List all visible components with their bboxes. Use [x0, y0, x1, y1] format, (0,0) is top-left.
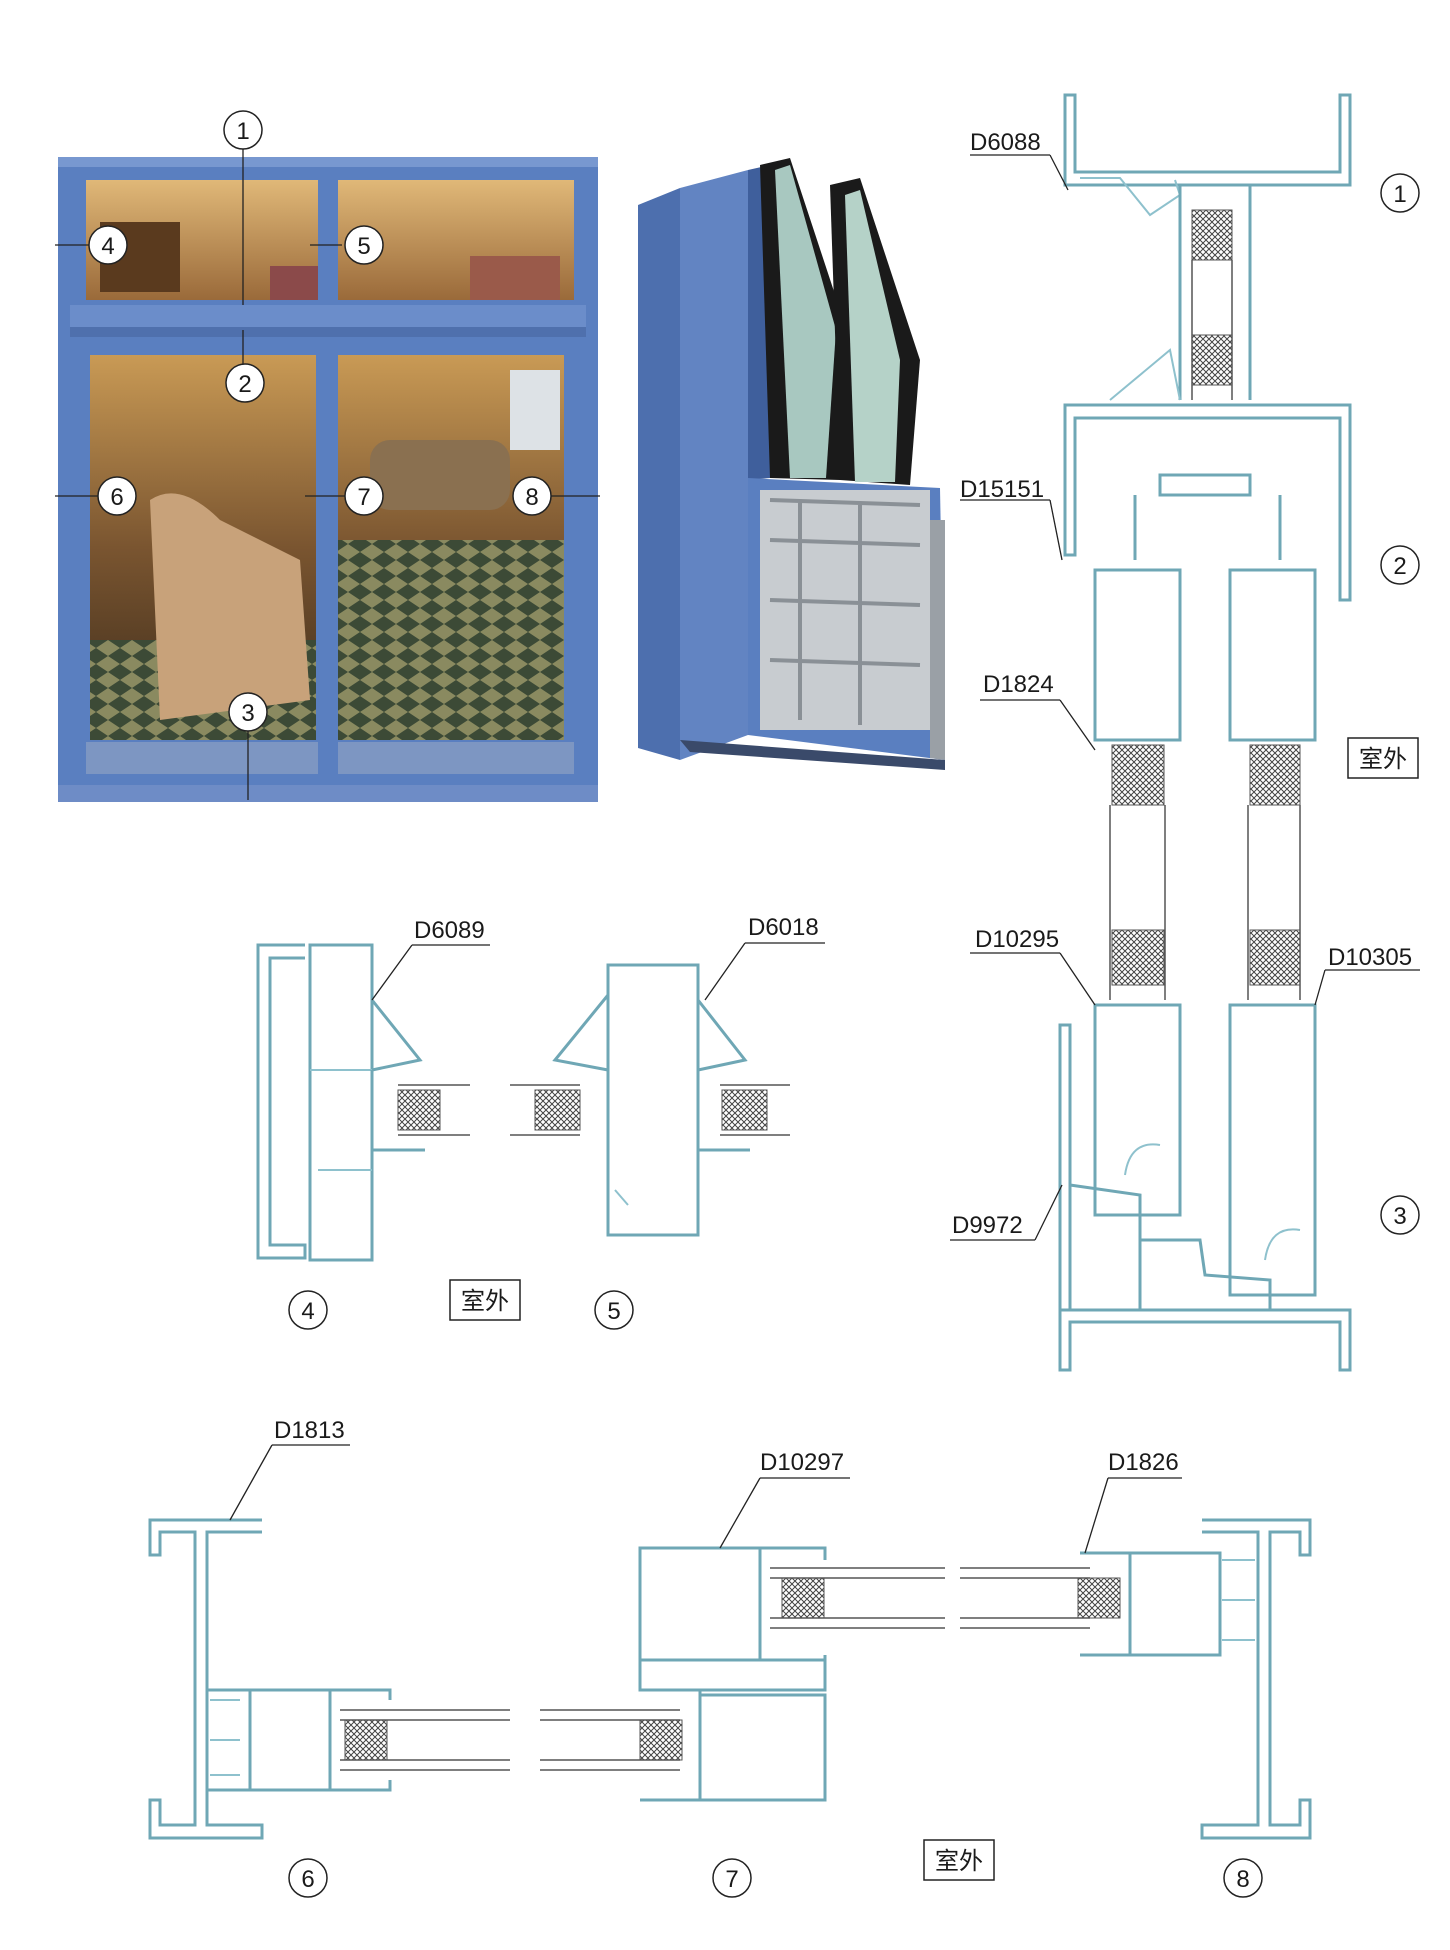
outdoor-label-middle: 室外	[449, 1279, 521, 1321]
section-number-8: 8	[1223, 1858, 1263, 1898]
callout-2: 2	[225, 363, 265, 403]
svg-text:4: 4	[101, 233, 114, 260]
outdoor-label-right: 室外	[1347, 737, 1419, 779]
code-d10295: D10295	[975, 926, 1059, 953]
svg-text:1: 1	[236, 118, 249, 145]
code-d1824: D1824	[983, 671, 1054, 698]
callout-4: 4	[88, 225, 128, 265]
svg-text:5: 5	[357, 233, 370, 260]
section-number-2: 2	[1380, 545, 1420, 585]
svg-text:6: 6	[301, 1866, 314, 1893]
code-d6088: D6088	[970, 129, 1041, 156]
code-d15151: D15151	[960, 476, 1044, 503]
svg-text:2: 2	[1393, 553, 1406, 580]
callout-5: 5	[344, 225, 384, 265]
profile-3d-render	[638, 158, 945, 770]
svg-text:室外: 室外	[461, 1287, 509, 1315]
photo-callout-lines	[55, 145, 600, 800]
svg-text:室外: 室外	[1359, 745, 1407, 773]
code-d6018: D6018	[748, 914, 819, 941]
callout-8: 8	[512, 476, 552, 516]
svg-text:室外: 室外	[935, 1847, 983, 1875]
svg-text:2: 2	[238, 371, 251, 398]
svg-text:7: 7	[357, 484, 370, 511]
svg-text:7: 7	[725, 1866, 738, 1893]
bottom-section-profiles	[148, 1518, 1312, 1840]
code-d6089: D6089	[414, 917, 485, 944]
svg-text:8: 8	[1236, 1866, 1249, 1893]
code-d10305: D10305	[1328, 944, 1412, 971]
svg-text:8: 8	[525, 484, 538, 511]
section-number-3: 3	[1380, 1195, 1420, 1235]
window-photo	[58, 157, 598, 802]
outdoor-label-bottom: 室外	[923, 1839, 995, 1881]
section-number-6: 6	[288, 1858, 328, 1898]
svg-text:3: 3	[1393, 1203, 1406, 1230]
svg-text:1: 1	[1393, 181, 1406, 208]
callout-1: 1	[223, 110, 263, 150]
vertical-section-profiles	[1058, 93, 1352, 1372]
bottom-section-leaders	[229, 1444, 1182, 1554]
section-number-4: 4	[288, 1290, 328, 1330]
section-number-7: 7	[712, 1858, 752, 1898]
code-d10297: D10297	[760, 1449, 844, 1476]
code-d1826: D1826	[1108, 1449, 1179, 1476]
code-d1813: D1813	[274, 1417, 345, 1444]
callout-6: 6	[97, 476, 137, 516]
section-number-1: 1	[1380, 173, 1420, 213]
callout-3: 3	[228, 692, 268, 732]
side-section-leaders	[371, 942, 825, 1001]
svg-text:6: 6	[110, 484, 123, 511]
section-number-5: 5	[594, 1290, 634, 1330]
callout-7: 7	[344, 476, 384, 516]
svg-text:5: 5	[607, 1298, 620, 1325]
code-d9972: D9972	[952, 1212, 1023, 1239]
vertical-section-leaders	[950, 154, 1420, 1241]
svg-text:3: 3	[241, 700, 254, 727]
svg-text:4: 4	[301, 1298, 314, 1325]
side-section-profiles	[256, 943, 790, 1262]
